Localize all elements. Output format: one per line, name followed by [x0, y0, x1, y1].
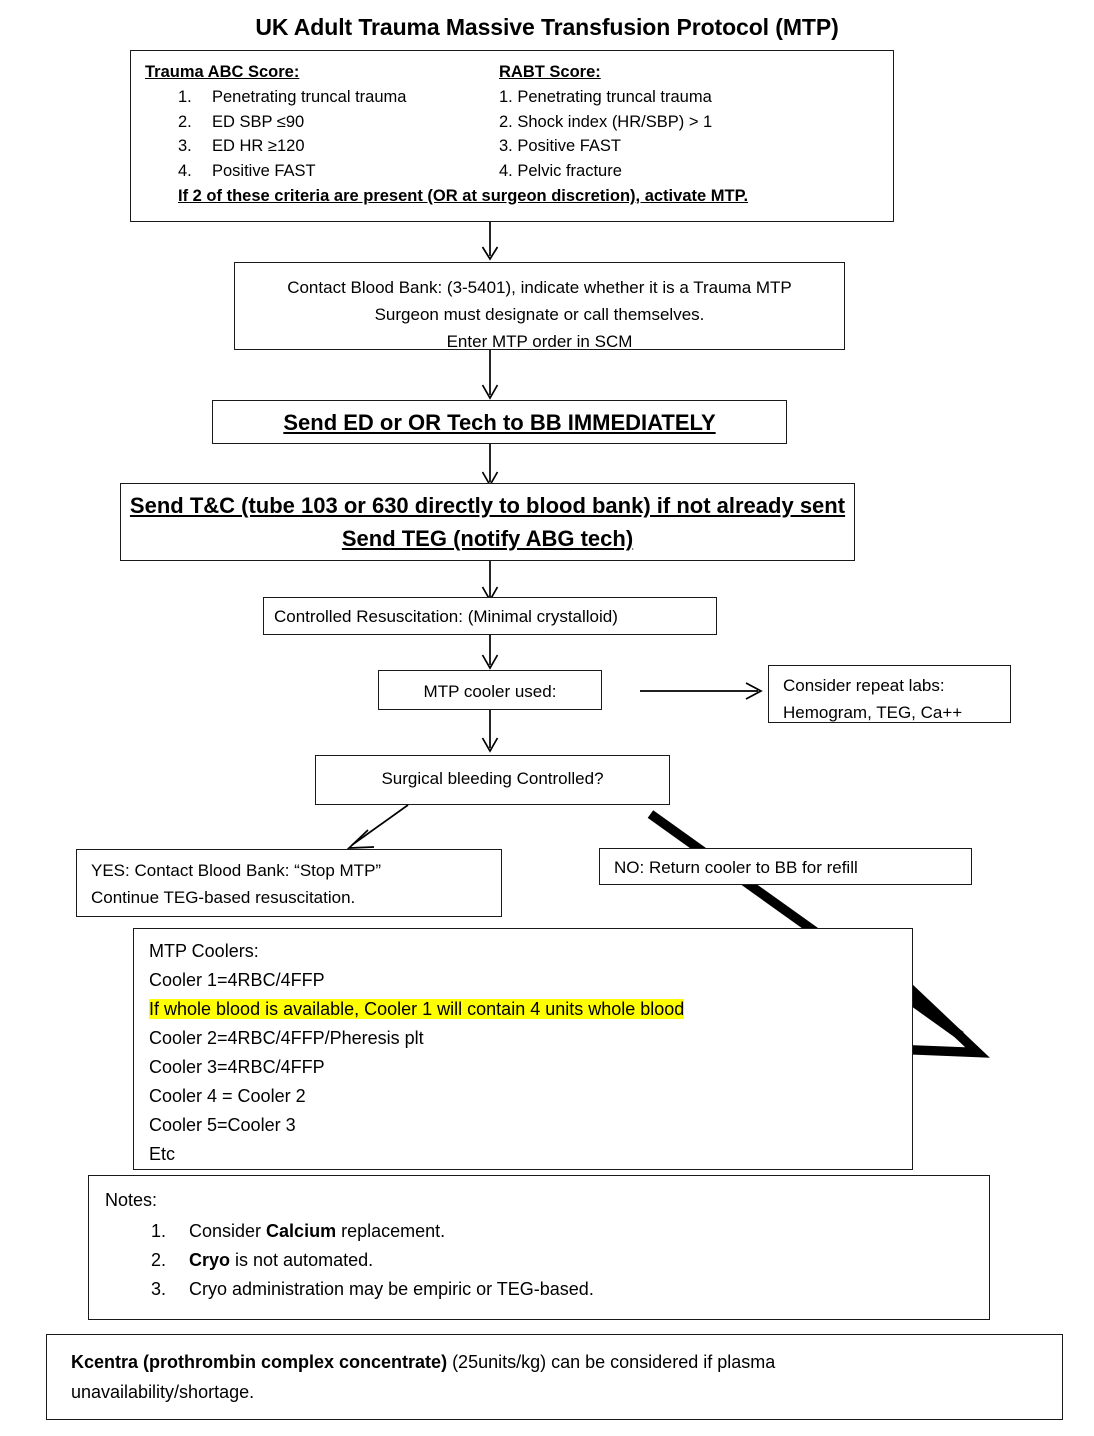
- mtp-cooler-line-text: Cooler 2=4RBC/4FFP/Pheresis plt: [149, 1028, 424, 1048]
- criteria-footer: If 2 of these criteria are present (OR a…: [178, 187, 749, 205]
- mtp-cooler-line: Etc: [149, 1140, 912, 1169]
- notes-item-number: 2.: [151, 1250, 167, 1270]
- controlled-resuscitation-label: Controlled Resuscitation: (Minimal cryst…: [274, 607, 618, 626]
- kcentra-line1: Kcentra (prothrombin complex concentrate…: [71, 1347, 1042, 1377]
- mtp-cooler-line: Cooler 4 = Cooler 2: [149, 1082, 912, 1111]
- arrow-resus-to-cooler-used: [481, 635, 499, 670]
- arrow-cooler-to-repeat-labs: [640, 682, 763, 700]
- criteria-box: Trauma ABC Score: 1. Penetrating truncal …: [130, 50, 894, 222]
- send-tc-line2: Send TEG (notify ABG tech): [121, 522, 854, 555]
- surgical-bleeding-box: Surgical bleeding Controlled?: [315, 755, 670, 805]
- notes-item-bold: Calcium: [266, 1221, 337, 1241]
- notes-item-pre: Consider: [189, 1221, 267, 1241]
- abc-item-number: 4.: [178, 161, 192, 180]
- yes-branch-line2: Continue TEG-based resuscitation.: [91, 888, 356, 907]
- mtp-coolers-heading: MTP Coolers:: [149, 941, 259, 961]
- repeat-labs-box: Consider repeat labs: Hemogram, TEG, Ca+…: [768, 665, 1011, 723]
- contact-blood-bank-box: Contact Blood Bank: (3-5401), indicate w…: [234, 262, 845, 351]
- arrow-criteria-to-contact: [481, 222, 499, 261]
- arrow-send-tech-to-tc: [481, 444, 499, 487]
- notes-item-number: 3.: [151, 1279, 167, 1299]
- mtp-cooler-line-text: Cooler 4 = Cooler 2: [149, 1086, 306, 1106]
- notes-item-pre: Cryo administration may be empiric or TE…: [189, 1279, 594, 1299]
- send-teg-label: Send TEG (notify ABG tech): [341, 526, 634, 551]
- yes-branch-line1: YES: Contact Blood Bank: “Stop MTP”: [91, 861, 382, 880]
- send-tech-box: Send ED or OR Tech to BB IMMEDIATELY: [212, 400, 787, 444]
- rabt-item: 2. Shock index (HR/SBP) > 1: [499, 112, 713, 131]
- kcentra-box: Kcentra (prothrombin complex concentrate…: [46, 1334, 1063, 1420]
- abc-item: 1. Penetrating truncal trauma: [178, 85, 490, 110]
- arrow-cooler-to-surgical-bleeding: [481, 710, 499, 753]
- mtp-cooler-line-text: Cooler 1=4RBC/4FFP: [149, 970, 325, 990]
- rabt-item: 1. Penetrating truncal trauma: [499, 88, 712, 106]
- kcentra-rest: (25units/kg) can be considered if plasma: [447, 1352, 776, 1372]
- abc-item: 4. Positive FAST: [178, 159, 490, 184]
- rabt-column: RABT Score: 1. Penetrating truncal traum…: [499, 63, 879, 183]
- mtp-cooler-line: Cooler 1=4RBC/4FFP: [149, 966, 912, 995]
- rabt-item: 4. Pelvic fracture: [499, 161, 622, 180]
- notes-item-bold: Cryo: [189, 1250, 231, 1270]
- mtp-coolers-box: MTP Coolers: Cooler 1=4RBC/4FFP If whole…: [133, 928, 913, 1170]
- mtp-cooler-line-text: If whole blood is available, Cooler 1 wi…: [149, 999, 685, 1019]
- rabt-item: 3. Positive FAST: [499, 137, 621, 155]
- send-tech-label: Send ED or OR Tech to BB IMMEDIATELY: [283, 410, 716, 435]
- arrow-surgical-to-yes: [346, 804, 409, 849]
- abc-item-label: ED SBP ≤90: [212, 112, 305, 131]
- abc-column: Trauma ABC Score: 1. Penetrating truncal …: [145, 63, 490, 183]
- mtp-cooler-line-text: Etc: [149, 1144, 176, 1164]
- mtp-cooler-line-text: Cooler 5=Cooler 3: [149, 1115, 296, 1135]
- no-branch-box: NO: Return cooler to BB for refill: [599, 848, 972, 885]
- notes-item-post: replacement.: [336, 1221, 446, 1241]
- abc-item-label: ED HR ≥120: [212, 137, 305, 155]
- repeat-labs-line1: Consider repeat labs:: [783, 676, 945, 695]
- abc-item-number: 1.: [178, 88, 192, 106]
- page-title: UK Adult Trauma Massive Transfusion Prot…: [255, 14, 839, 40]
- abc-heading: Trauma ABC Score:: [145, 63, 300, 81]
- notes-heading: Notes:: [105, 1190, 158, 1210]
- mtp-cooler-used-box: MTP cooler used:: [378, 670, 602, 710]
- notes-box: Notes: 1. Consider Calcium replacement. 2…: [88, 1175, 990, 1320]
- repeat-labs-line2: Hemogram, TEG, Ca++: [783, 703, 963, 722]
- notes-item: 3. Cryo administration may be empiric or …: [151, 1275, 989, 1304]
- kcentra-bold-label: Kcentra (prothrombin complex concentrate…: [71, 1352, 448, 1372]
- surgical-bleeding-label: Surgical bleeding Controlled?: [381, 769, 604, 788]
- rabt-heading: RABT Score:: [499, 63, 601, 81]
- abc-item-label: Positive FAST: [212, 161, 316, 180]
- mtp-cooler-line: Cooler 5=Cooler 3: [149, 1111, 912, 1140]
- mtp-cooler-line-highlighted: If whole blood is available, Cooler 1 wi…: [149, 995, 912, 1024]
- abc-item: 2. ED SBP ≤90: [178, 110, 490, 135]
- yes-branch-box: YES: Contact Blood Bank: “Stop MTP” Cont…: [76, 849, 502, 917]
- notes-item-post: is not automated.: [230, 1250, 374, 1270]
- mtp-cooler-line-text: Cooler 3=4RBC/4FFP: [149, 1057, 325, 1077]
- contact-blood-bank-line1: Contact Blood Bank: (3-5401), indicate w…: [287, 278, 792, 297]
- contact-blood-bank-line2: Surgeon must designate or call themselve…: [374, 305, 705, 324]
- kcentra-line2: unavailability/shortage.: [71, 1382, 255, 1402]
- mtp-cooler-line: Cooler 2=4RBC/4FFP/Pheresis plt: [149, 1024, 912, 1053]
- controlled-resuscitation-box: Controlled Resuscitation: (Minimal cryst…: [263, 597, 717, 635]
- contact-blood-bank-line3: Enter MTP order in SCM: [446, 332, 633, 351]
- send-tc-box: Send T&C (tube 103 or 630 directly to bl…: [120, 483, 855, 561]
- no-branch-label: NO: Return cooler to BB for refill: [614, 858, 858, 877]
- notes-item-number: 1.: [151, 1221, 167, 1241]
- abc-item-number: 2.: [178, 112, 192, 131]
- abc-item-number: 3.: [178, 137, 192, 155]
- notes-item: 1. Consider Calcium replacement.: [151, 1217, 989, 1246]
- send-tc-line1: Send T&C (tube 103 or 630 directly to bl…: [129, 493, 846, 518]
- arrow-contact-to-send-tech: [481, 350, 499, 400]
- mtp-cooler-line: Cooler 3=4RBC/4FFP: [149, 1053, 912, 1082]
- abc-item-label: Penetrating truncal trauma: [212, 88, 407, 106]
- notes-item: 2. Cryo is not automated.: [151, 1246, 989, 1275]
- mtp-cooler-used-label: MTP cooler used:: [423, 682, 557, 701]
- abc-item: 3. ED HR ≥120: [178, 134, 490, 159]
